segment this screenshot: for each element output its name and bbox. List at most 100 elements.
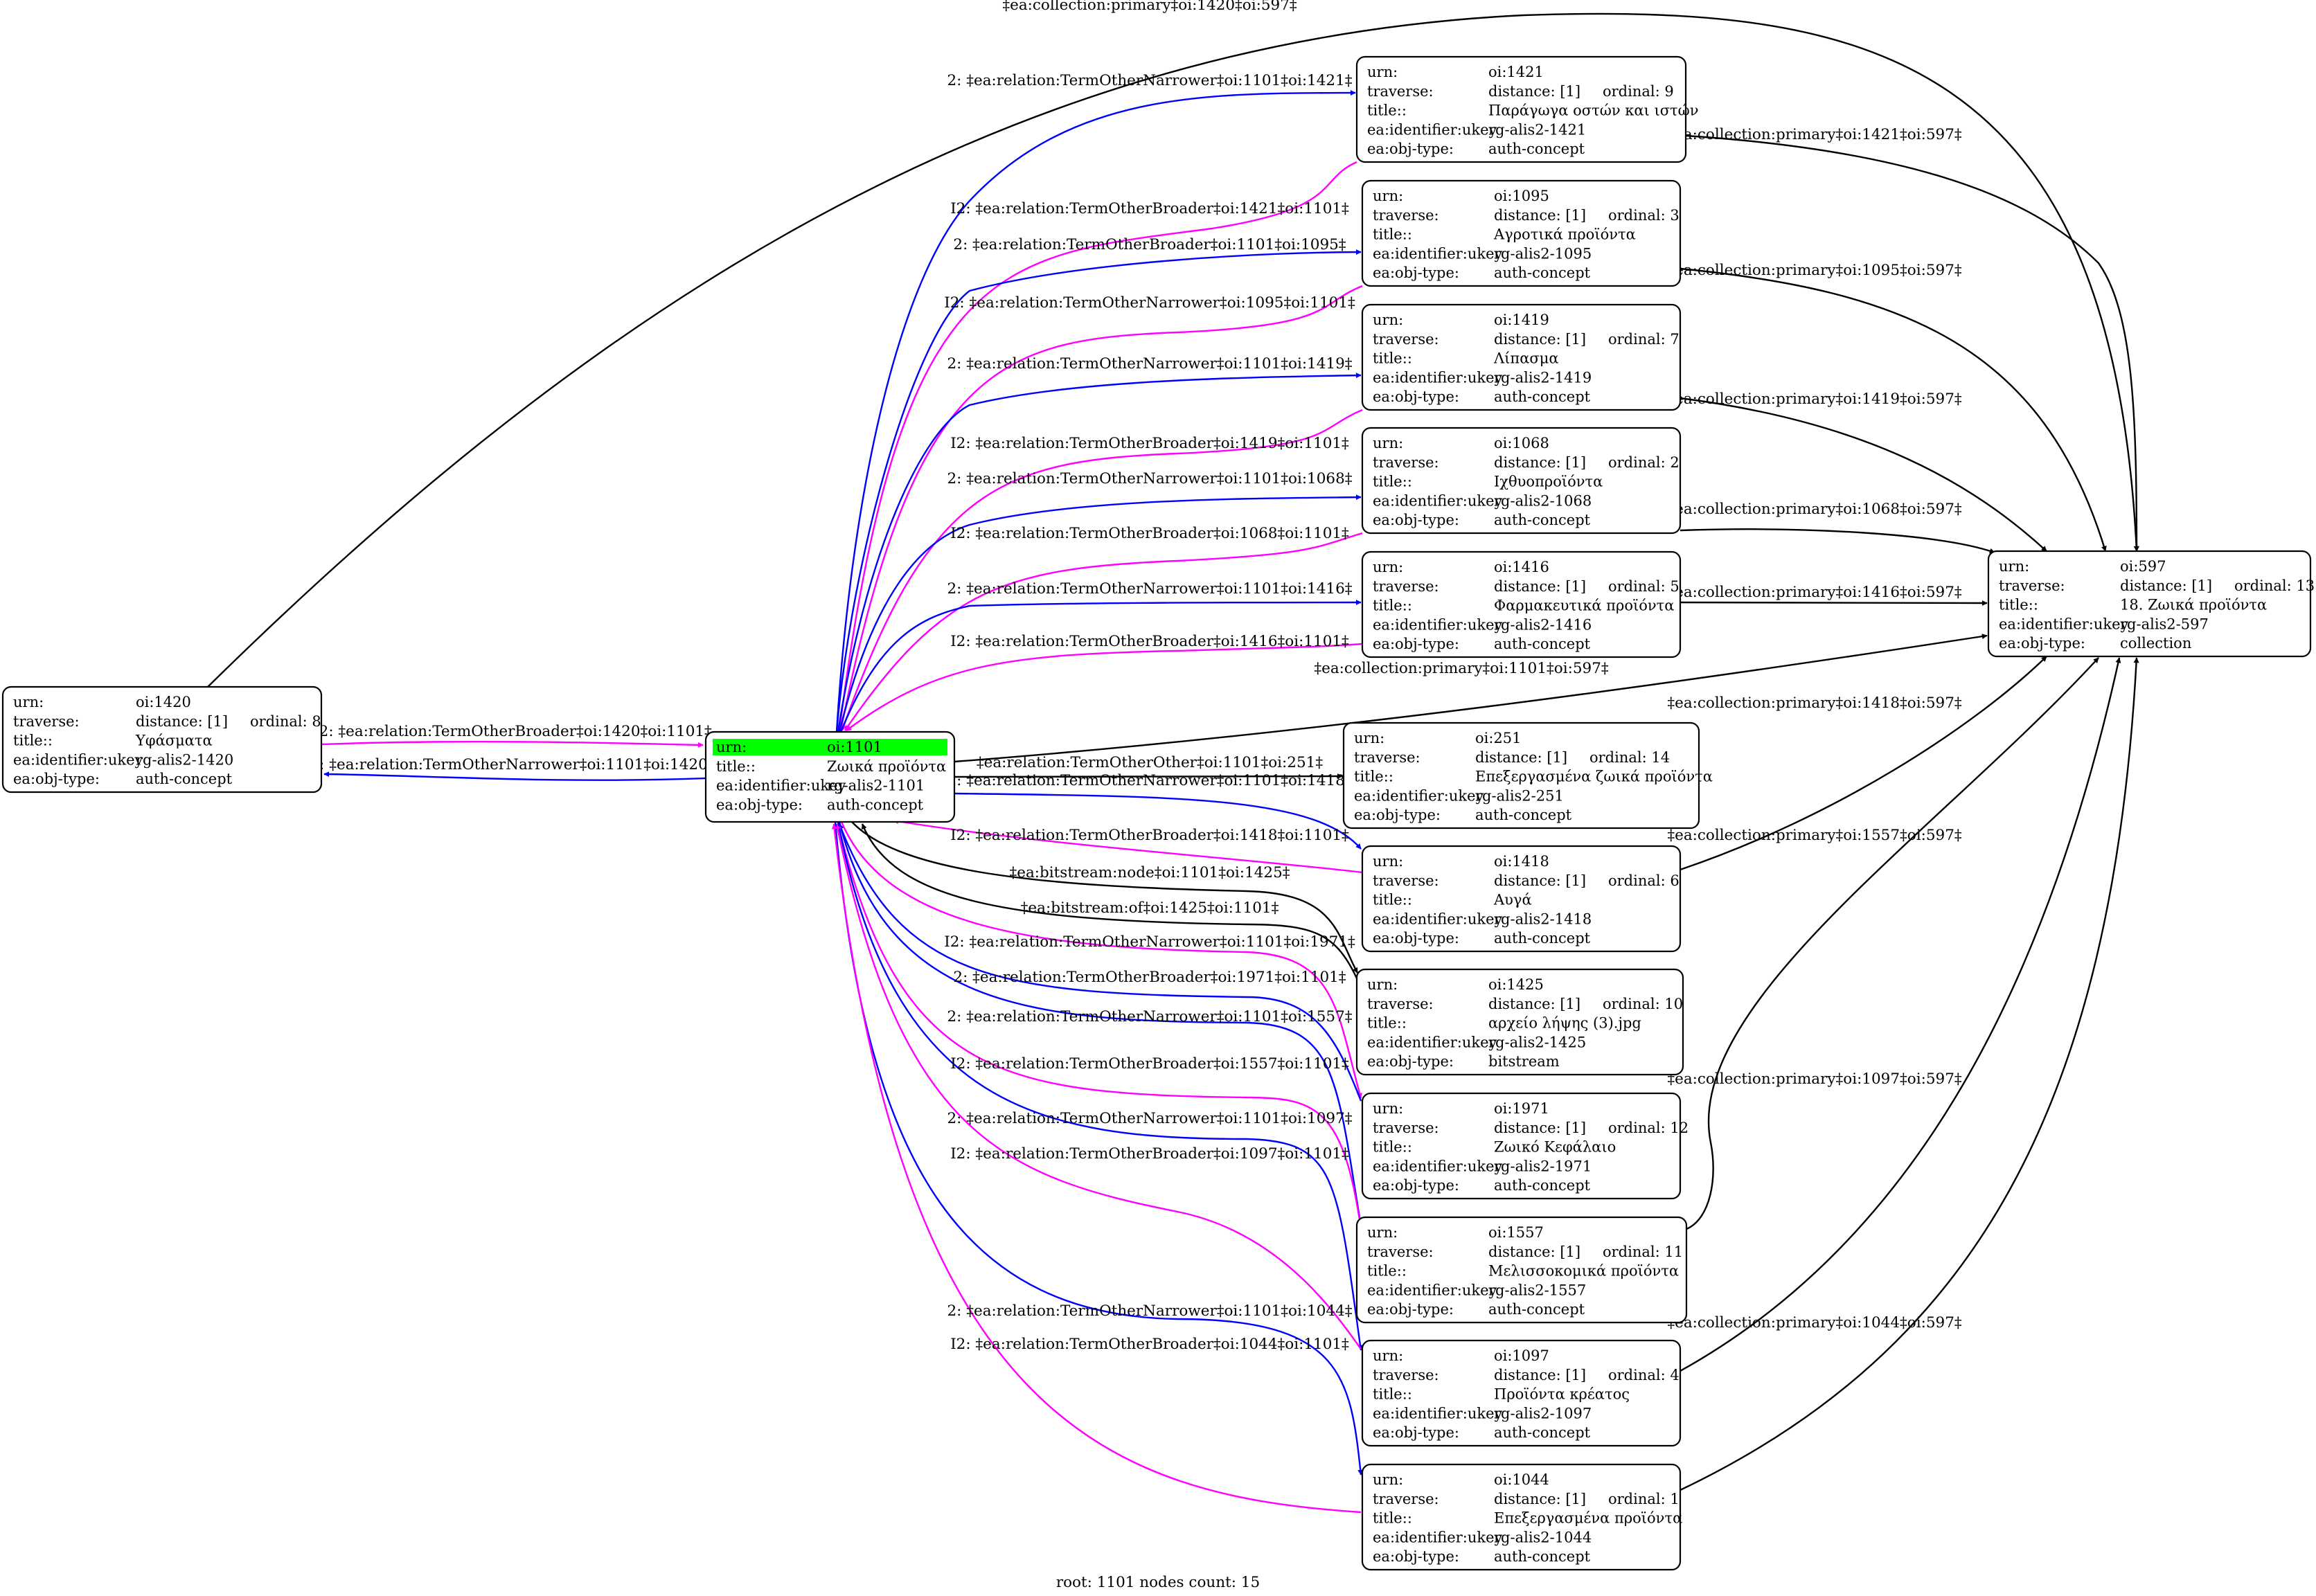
node-field-value: rg-alis2-1421 bbox=[1488, 121, 1586, 138]
edge-oi-1557-to-oi-597-33-label: ‡ea:collection:primary‡oi:1557‡oi:597‡ bbox=[1667, 827, 1962, 844]
node-field-label: ea:identifier:ukey bbox=[1373, 1405, 1503, 1422]
node-field-value: oi:1425 bbox=[1488, 976, 1544, 993]
node-field-value: auth-concept bbox=[1488, 141, 1585, 157]
node-field-value: distance: [1] bbox=[1488, 83, 1580, 100]
node-field-label: traverse: bbox=[1373, 872, 1439, 889]
node-field-value: αρχείο λήψης (3).jpg bbox=[1488, 1015, 1641, 1032]
edge-oi-1101-to-oi-1068-9 bbox=[838, 494, 1362, 733]
node-field-value: oi:1421 bbox=[1488, 64, 1544, 80]
node-field-value: auth-concept bbox=[1494, 1548, 1591, 1565]
node-field-value: oi:1095 bbox=[1494, 188, 1549, 204]
node-field-label: title:: bbox=[1373, 1386, 1412, 1403]
edge-oi-1416-to-oi-1101-12-label: I2: ‡ea:relation:TermOtherBroader‡oi:141… bbox=[950, 633, 1349, 650]
nodes-layer: urn: oi:1420 traverse: distance: [1] ordinal… bbox=[1, 55, 2315, 1571]
edge-oi-1419-to-oi-597-29 bbox=[1680, 397, 2047, 552]
edge-oi-1095-to-oi-597-28-label: ‡ea:collection:primary‡oi:1095‡oi:597‡ bbox=[1667, 262, 1962, 279]
node-ordinal: ordinal: 10 bbox=[1603, 996, 1683, 1012]
node-field-label: urn: bbox=[1373, 188, 1403, 204]
node-field-value: distance: [1] bbox=[1475, 749, 1567, 766]
edge-oi-1097-to-oi-597-34 bbox=[1680, 657, 2121, 1372]
node-box bbox=[1, 685, 323, 793]
node-field-label: title:: bbox=[1999, 597, 2038, 613]
node-field-label: ea:identifier:ukey bbox=[1999, 616, 2129, 632]
node-field-label: ea:identifier:ukey bbox=[1367, 121, 1497, 138]
node-field-value: auth-concept bbox=[1494, 512, 1591, 528]
edge-oi-1101-to-oi-1068-9-label: 2: ‡ea:relation:TermOtherNarrower‡oi:110… bbox=[947, 470, 1352, 487]
node-field-value: oi:1097 bbox=[1494, 1347, 1549, 1364]
node-field-value: Προϊόντα κρέατος bbox=[1494, 1386, 1630, 1403]
edge-oi-1068-to-oi-597-30 bbox=[1680, 528, 1995, 554]
edge-oi-1095-to-oi-1101-6-label: I2: ‡ea:relation:TermOtherNarrower‡oi:10… bbox=[944, 294, 1355, 312]
node-field-label: traverse: bbox=[1373, 331, 1439, 348]
node-field-value: Μελισσοκομικά προϊόντα bbox=[1488, 1263, 1679, 1280]
node-field-label: ea:obj-type: bbox=[1354, 807, 1441, 823]
edge-oi-1044-to-oi-597-35-label: ‡ea:collection:primary‡oi:1044‡oi:597‡ bbox=[1667, 1314, 1962, 1332]
node-field-label: urn: bbox=[13, 694, 44, 710]
node-field-label: urn: bbox=[1999, 558, 2029, 575]
node-field-label: ea:obj-type: bbox=[1367, 1301, 1454, 1318]
edge-oi-1419-to-oi-597-29-label: ‡ea:collection:primary‡oi:1419‡oi:597‡ bbox=[1667, 391, 1962, 408]
edge-oi-1101-to-oi-1971-19-label: I2: ‡ea:relation:TermOtherNarrower‡oi:11… bbox=[944, 933, 1355, 951]
node-field-value: distance: [1] bbox=[1494, 578, 1586, 595]
node-field-value: auth-concept bbox=[827, 796, 924, 813]
node-field-value: rg-alis2-597 bbox=[2120, 616, 2209, 632]
edge-oi-1421-to-oi-1101-4 bbox=[837, 161, 1357, 731]
edge-oi-1557-to-oi-597-33 bbox=[1686, 657, 2099, 1230]
node-field-value: auth-concept bbox=[1494, 1424, 1591, 1441]
node-field-label: ea:obj-type: bbox=[1373, 1424, 1459, 1441]
node-field-value: oi:1418 bbox=[1494, 853, 1549, 870]
edge-oi-1420-to-oi-1101-1 bbox=[321, 740, 704, 748]
footer-caption: root: 1101 nodes count: 15 bbox=[1056, 1574, 1260, 1591]
node-field-value: Αυγά bbox=[1493, 892, 1532, 908]
node-field-label: ea:obj-type: bbox=[1367, 1053, 1454, 1070]
edge-oi-1421-to-oi-1101-4-label: I2: ‡ea:relation:TermOtherBroader‡oi:142… bbox=[950, 200, 1349, 217]
node-field-label: ea:obj-type: bbox=[1367, 141, 1454, 157]
node-field-label: title:: bbox=[1373, 1139, 1412, 1156]
node-box bbox=[1355, 968, 1684, 1076]
node-field-label: ea:identifier:ukey bbox=[1373, 245, 1503, 262]
node-field-label: ea:identifier:ukey bbox=[13, 751, 143, 768]
node-ordinal: ordinal: 12 bbox=[1608, 1120, 1689, 1136]
node-field-label: ea:obj-type: bbox=[1373, 636, 1459, 652]
edge-oi-1420-to-oi-597-0-label: ‡ea:collection:primary‡oi:1420‡oi:597‡ bbox=[1002, 0, 1297, 14]
node-field-label: urn: bbox=[1373, 1100, 1403, 1117]
node-field-label: ea:identifier:ukey bbox=[1354, 787, 1484, 804]
node-field-value: 18. Ζωικά προϊόντα bbox=[2120, 597, 2267, 613]
node-field-value: distance: [1] bbox=[1494, 454, 1586, 471]
edge-oi-1101-to-oi-1420-2 bbox=[323, 771, 706, 781]
node-field-value: Επεξεργασμένα προϊόντα bbox=[1494, 1510, 1682, 1527]
node-field-value: oi:1420 bbox=[136, 694, 191, 710]
node-field-label: traverse: bbox=[13, 713, 80, 730]
node-ordinal: ordinal: 9 bbox=[1603, 83, 1674, 100]
edge-labels-layer: ‡ea:collection:primary‡oi:1420‡oi:597‡ I2… bbox=[310, 0, 1961, 1353]
edge-oi-1068-to-oi-1101-10-label: I2: ‡ea:relation:TermOtherBroader‡oi:106… bbox=[950, 525, 1349, 542]
node-field-label: urn: bbox=[1373, 312, 1403, 328]
edge-oi-1101-to-oi-1557-21-label: 2: ‡ea:relation:TermOtherNarrower‡oi:110… bbox=[947, 1008, 1352, 1025]
node-field-value: rg-alis2-251 bbox=[1475, 787, 1564, 804]
edge-oi-1101-to-oi-1095-5-label: 2: ‡ea:relation:TermOtherBroader‡oi:1101… bbox=[953, 236, 1346, 253]
edge-oi-1097-to-oi-1101-24 bbox=[835, 823, 1362, 1350]
edge-oi-1068-to-oi-597-30-label: ‡ea:collection:primary‡oi:1068‡oi:597‡ bbox=[1667, 501, 1962, 518]
node-field-value: rg-alis2-1557 bbox=[1488, 1282, 1586, 1298]
node-field-value: rg-alis2-1419 bbox=[1494, 369, 1592, 386]
node-field-value: oi:1044 bbox=[1494, 1471, 1549, 1488]
node-field-label: title:: bbox=[1373, 598, 1412, 614]
node-field-label: ea:identifier:ukey bbox=[716, 778, 846, 794]
node-field-label: title:: bbox=[1373, 350, 1412, 367]
node-field-value: distance: [1] bbox=[2120, 577, 2212, 594]
